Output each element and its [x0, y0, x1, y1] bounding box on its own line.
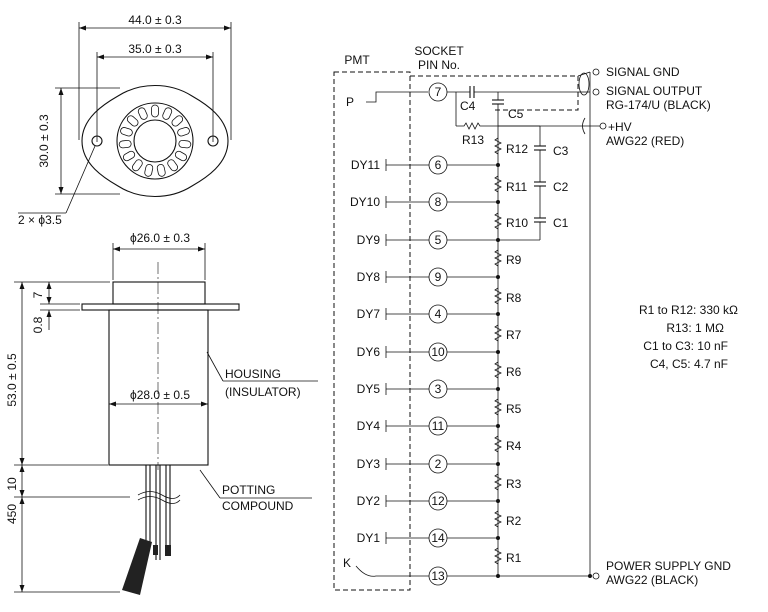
value-r1-r12: R1 to R12: 330 kΩ — [639, 303, 738, 317]
res-r12-label: R12 — [506, 142, 528, 156]
dynode-label: DY2 — [357, 494, 381, 508]
flange-height-dim: 30.0 ± 0.3 — [37, 114, 51, 168]
power-cable-label: AWG22 (BLACK) — [606, 573, 698, 587]
insulator-label: (INSULATOR) — [225, 385, 301, 399]
cap-c1-label: C1 — [553, 216, 569, 230]
signal-cable-label: RG-174/U (BLACK) — [606, 98, 711, 112]
res-r9-label: R9 — [506, 253, 522, 267]
compound-label: COMPOUND — [222, 499, 294, 513]
res-r1-label: R1 — [506, 551, 522, 565]
dim-450: 450 — [5, 504, 19, 524]
res-r3-label: R3 — [506, 477, 522, 491]
res-r11-label: R11 — [506, 180, 527, 194]
anode-pin: 7 — [435, 85, 442, 99]
dynode-row: DY5 3 — [357, 379, 500, 399]
power-gnd-label: POWER SUPPLY GND — [606, 559, 731, 573]
dim-0-8: 0.8 — [31, 316, 45, 333]
hv-cable-label: AWG22 (RED) — [606, 134, 684, 148]
dynode-pin: 6 — [435, 158, 442, 172]
dynode-label: DY9 — [357, 233, 381, 247]
pmt-label: PMT — [344, 53, 370, 67]
socket-label: SOCKET — [414, 44, 464, 58]
hv-label: +HV — [608, 120, 632, 134]
flange-width-dim: 44.0 ± 0.3 — [128, 13, 182, 27]
top-diameter-dim: ϕ26.0 ± 0.3 — [130, 231, 190, 245]
flange-top-view: 44.0 ± 0.3 35.0 ± 0.3 30.0 ± 0.3 — [18, 13, 232, 227]
dim-7: 7 — [31, 291, 45, 298]
housing-label: HOUSING — [225, 367, 281, 381]
res-r7-label: R7 — [506, 328, 522, 342]
value-r13: R13: 1 MΩ — [666, 321, 724, 335]
socket-pin-slots — [118, 104, 192, 177]
anode-label: P — [346, 95, 354, 109]
dynode-row: DY3 2 — [357, 454, 500, 474]
value-c4-c5: C4, C5: 4.7 nF — [650, 357, 728, 371]
body-diameter-dim: ϕ28.0 ± 0.5 — [130, 388, 190, 402]
signal-output-label: SIGNAL OUTPUT — [606, 84, 703, 98]
dynode-label: DY1 — [357, 531, 381, 545]
resistor-chain — [494, 137, 502, 565]
res-r10-label: R10 — [506, 216, 528, 230]
res-r6-label: R6 — [506, 365, 522, 379]
hole-spacing-dim: 35.0 ± 0.3 — [128, 42, 182, 56]
dynode-pin: 14 — [431, 531, 445, 545]
dynode-pin: 4 — [435, 307, 442, 321]
dynode-row: DY11 6 — [351, 155, 500, 175]
dynode-row: DY6 10 — [357, 342, 500, 362]
cap-c5-label: C5 — [508, 107, 524, 121]
dynode-row: DY2 12 — [357, 491, 500, 511]
dynode-row: DY8 9 — [357, 267, 500, 287]
cap-c4-label: C4 — [460, 99, 476, 113]
dynode-row: DY10 8 — [350, 192, 500, 212]
dynode-label: DY8 — [357, 270, 381, 284]
pin-no-label: PIN No. — [418, 58, 460, 72]
signal-gnd-label: SIGNAL GND — [606, 65, 680, 79]
dynode-label: DY6 — [357, 345, 381, 359]
dynode-pin: 9 — [435, 270, 442, 284]
dynode-pin: 11 — [432, 419, 445, 433]
housing-side-view: ϕ26.0 ± 0.3 ϕ28.0 ± 0.5 7 0.8 — [5, 231, 318, 595]
dynode-pin: 2 — [435, 457, 442, 471]
cable-bundle — [122, 465, 181, 595]
res-r13-label: R13 — [462, 133, 484, 147]
res-r4-label: R4 — [506, 439, 522, 453]
cathode-pin: 13 — [431, 569, 445, 583]
voltage-divider-schematic: PMT SOCKET PIN No. P 7 C4 R13 C5 — [333, 44, 738, 591]
dim-53: 53.0 ± 0.5 — [5, 353, 19, 407]
dynode-pin: 12 — [431, 494, 445, 508]
dim-10: 10 — [5, 477, 19, 491]
res-r5-label: R5 — [506, 402, 522, 416]
holes-dim: 2 × ϕ3.5 — [18, 213, 62, 227]
cap-c3-label: C3 — [553, 144, 569, 158]
dynode-row: DY9 5 — [357, 230, 500, 250]
dynode-row: DY4 11 — [357, 416, 500, 436]
dynode-label: DY11 — [351, 158, 380, 172]
dynode-label: DY10 — [350, 195, 380, 209]
dynode-pin: 3 — [435, 382, 442, 396]
potting-label: POTTING — [222, 483, 275, 497]
cathode-label: K — [343, 556, 351, 570]
cap-c2-label: C2 — [553, 180, 569, 194]
dynode-label: DY3 — [357, 457, 381, 471]
dynode-label: DY7 — [357, 307, 381, 321]
dynode-pin: 10 — [431, 345, 445, 359]
dynode-label: DY5 — [357, 382, 381, 396]
res-r2-label: R2 — [506, 514, 522, 528]
value-c1-c3: C1 to C3: 10 nF — [643, 339, 728, 353]
dynode-row: DY1 14 — [357, 528, 500, 548]
dynode-row: DY7 4 — [357, 304, 500, 324]
dynode-pin: 5 — [435, 233, 442, 247]
dynode-label: DY4 — [357, 419, 381, 433]
dynode-pin: 8 — [435, 195, 442, 209]
res-r8-label: R8 — [506, 291, 522, 305]
